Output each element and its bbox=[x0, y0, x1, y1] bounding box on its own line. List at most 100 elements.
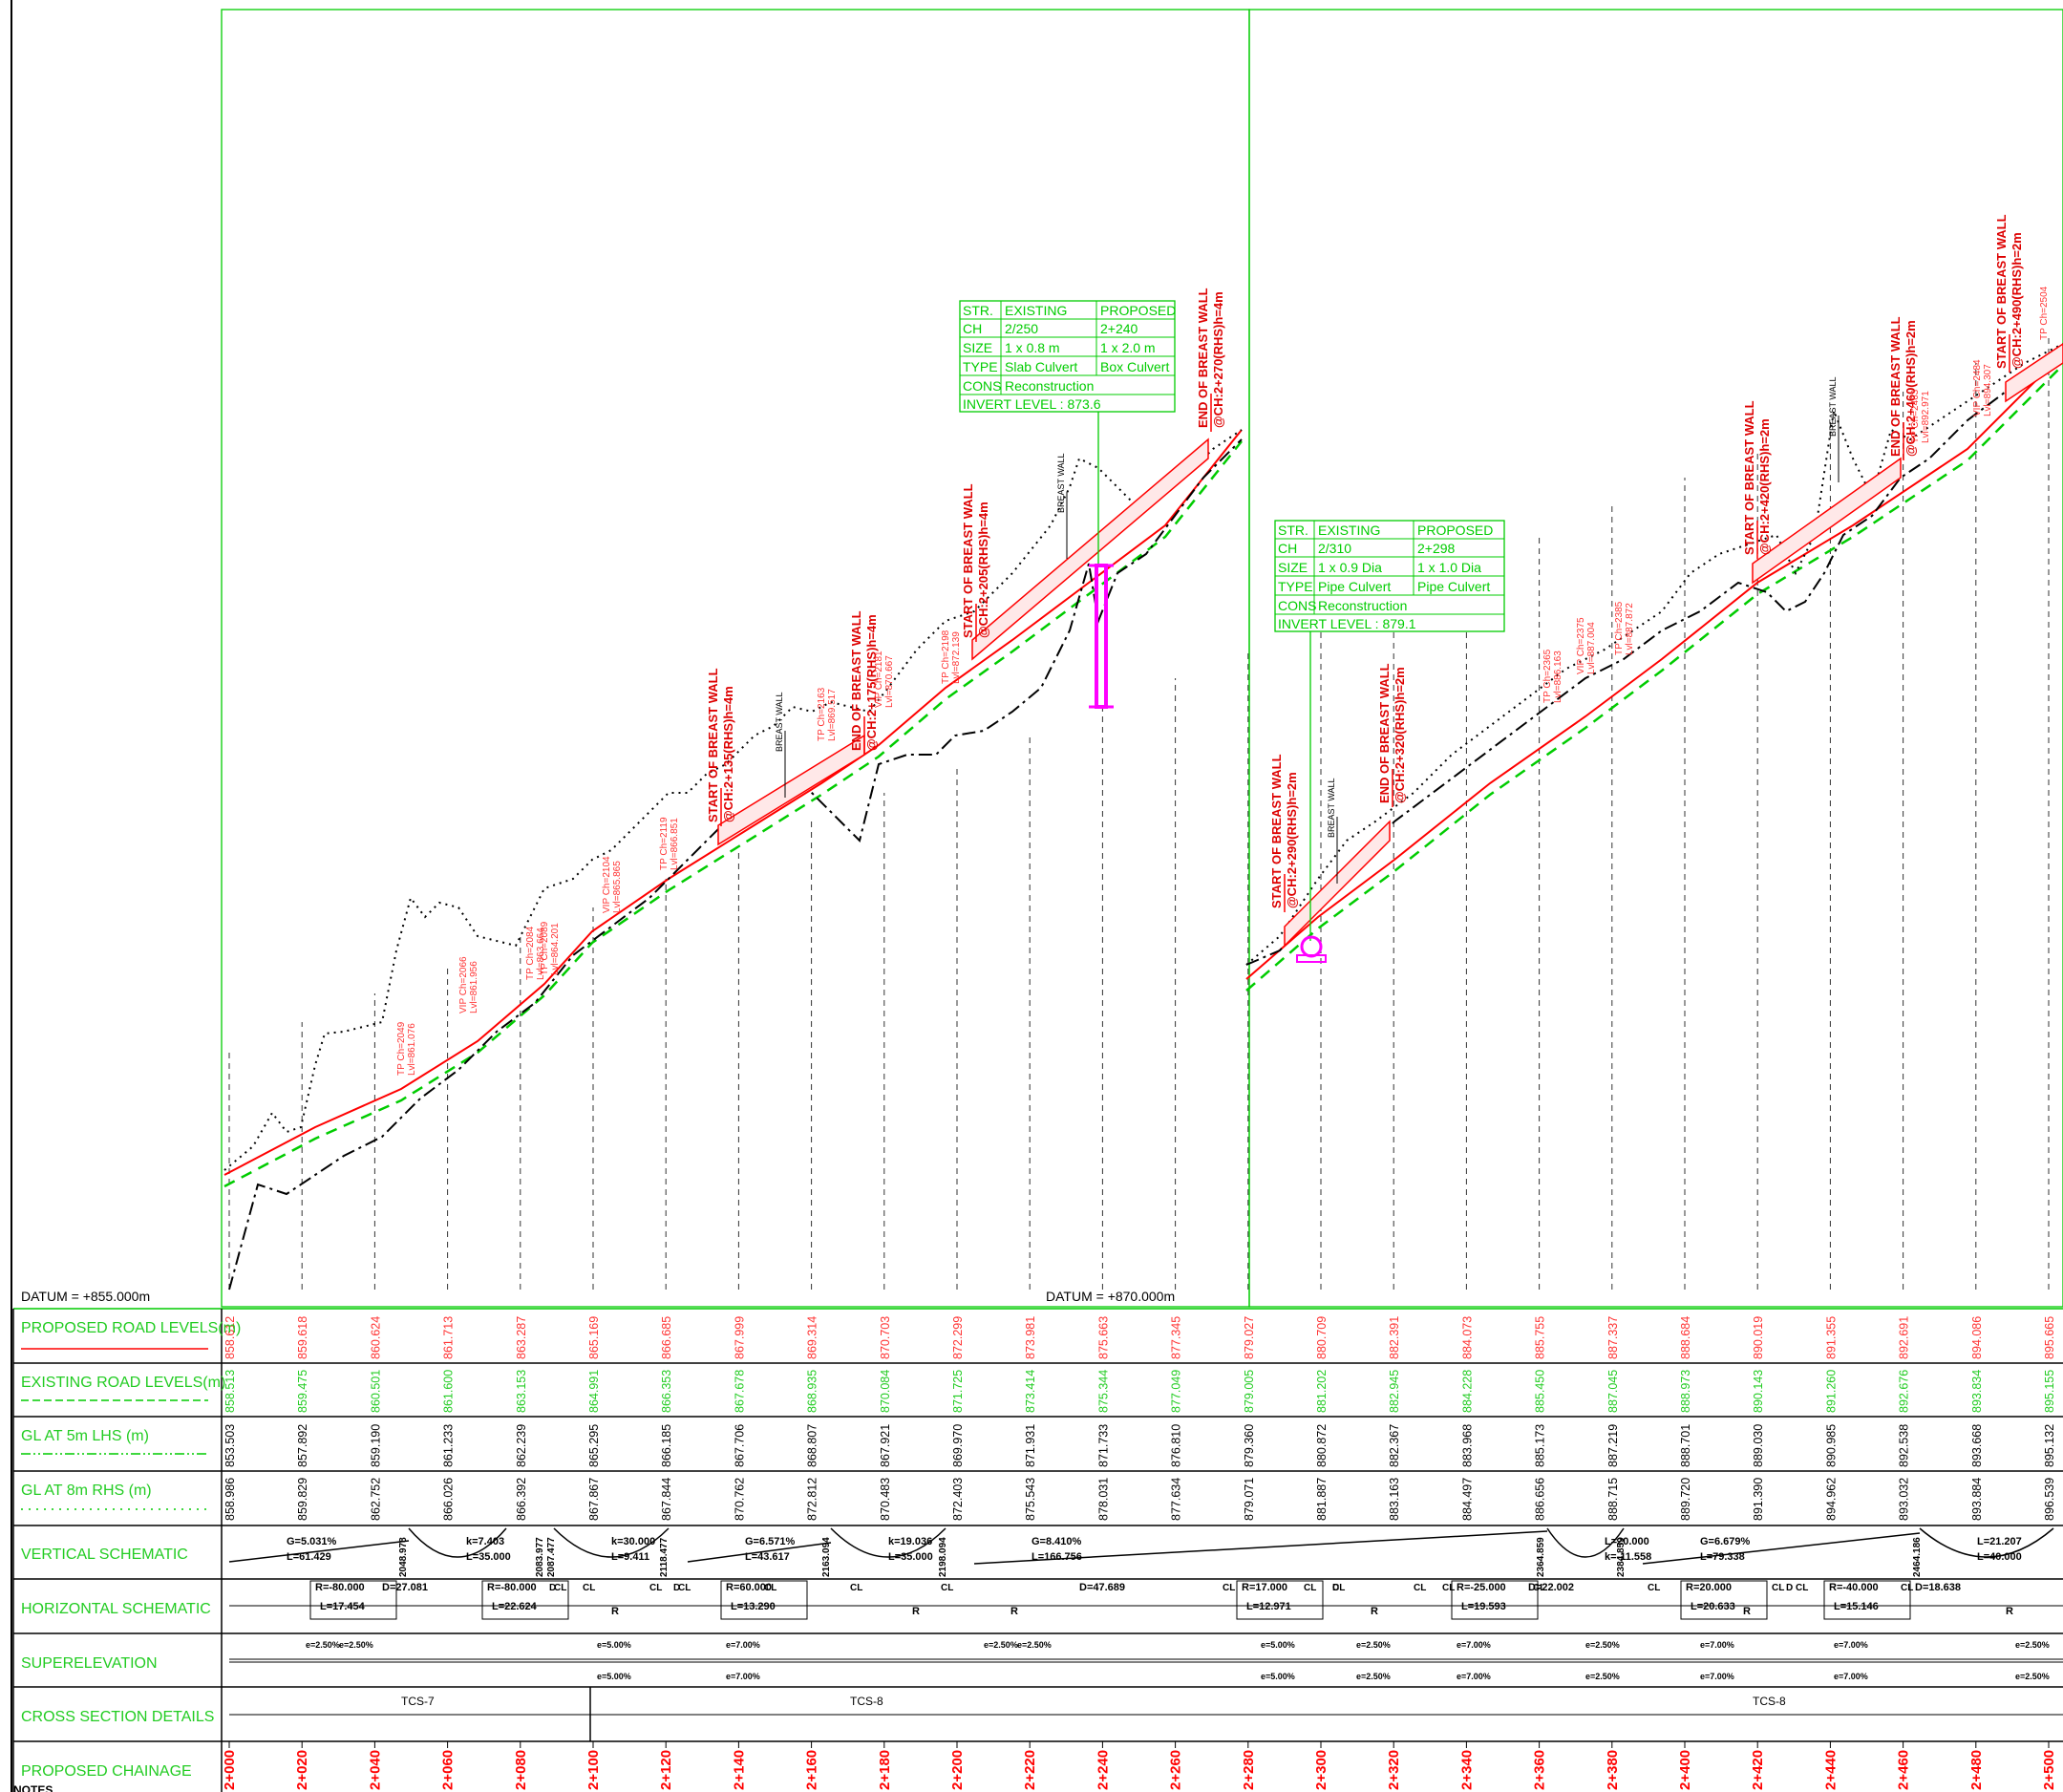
ct2-invert: INVERT LEVEL : 879.1 bbox=[1278, 616, 1416, 631]
breast-wall-label: @CH:2+290(RHS)h=2m bbox=[1285, 772, 1299, 908]
gl8-value: 888.715 bbox=[1606, 1478, 1620, 1521]
gl5-value: 892.538 bbox=[1898, 1424, 1911, 1467]
ct2-r2c2: 1 x 1.0 Dia bbox=[1417, 560, 1481, 575]
hs-radius: R=20.000 bbox=[1686, 1582, 1732, 1593]
breast-wall-label: @CH:2+460(RHS)h=2m bbox=[1903, 320, 1918, 457]
vs-grade: G=6.679% bbox=[1700, 1536, 1751, 1547]
se-rate: e=2.50% bbox=[2015, 1672, 2050, 1681]
hs-cl: CL bbox=[1414, 1583, 1426, 1593]
ct1-r4c1: Reconstruction bbox=[1005, 378, 1094, 394]
prl-value: 866.685 bbox=[660, 1316, 673, 1359]
gl8-value: 883.163 bbox=[1388, 1478, 1401, 1521]
gl8-value: 878.031 bbox=[1096, 1478, 1110, 1521]
erl-value: 867.678 bbox=[733, 1370, 746, 1413]
hs-curve-box bbox=[1680, 1580, 1768, 1620]
hs-d: D bbox=[1786, 1583, 1793, 1593]
breast-wall-label: START OF BREAST WALL bbox=[1269, 754, 1284, 908]
gl5-value: 889.030 bbox=[1752, 1424, 1765, 1467]
ip-label: VIP Ch=2375 bbox=[1576, 617, 1586, 674]
gl8-value: 894.962 bbox=[1824, 1478, 1838, 1521]
ip-label: TP Ch=2089 bbox=[540, 921, 550, 975]
chainage-label: 2+260 bbox=[1168, 1750, 1184, 1790]
prl-value: 894.086 bbox=[1970, 1316, 1984, 1359]
prl-value: 879.027 bbox=[1243, 1316, 1256, 1359]
chainage-label: 2+500 bbox=[2041, 1750, 2057, 1790]
hs-r: R bbox=[1371, 1606, 1378, 1617]
erl-value: 873.414 bbox=[1024, 1370, 1037, 1413]
breast-wall-label: END OF BREAST WALL bbox=[1196, 288, 1210, 428]
hs-r: R bbox=[912, 1606, 920, 1617]
vs-grade: G=5.031% bbox=[287, 1536, 337, 1547]
erl-value: 892.676 bbox=[1898, 1370, 1911, 1413]
ip-label: TP Ch=2365 bbox=[1542, 649, 1553, 703]
prl-value: 891.355 bbox=[1824, 1316, 1838, 1359]
hs-d: D bbox=[549, 1583, 556, 1593]
prl-value: 870.703 bbox=[879, 1316, 892, 1359]
hs-length: L=15.146 bbox=[1834, 1601, 1879, 1612]
gl8-value: 877.634 bbox=[1170, 1478, 1183, 1521]
ct2-r4c1: Reconstruction bbox=[1318, 598, 1407, 613]
breast-wall-hatch bbox=[2005, 343, 2063, 403]
vs-station: 2083.977 bbox=[535, 1537, 545, 1577]
chainage-label: 2+280 bbox=[1241, 1750, 1257, 1790]
gl8-value: 886.656 bbox=[1534, 1478, 1547, 1521]
hs-cl: CL bbox=[583, 1583, 595, 1593]
label-proposed-road-levels: PROPOSED ROAD LEVELS(m) bbox=[21, 1320, 241, 1336]
gl8-value: 866.392 bbox=[515, 1478, 528, 1521]
hs-curve-box bbox=[1823, 1580, 1911, 1620]
gl8-value: 884.497 bbox=[1460, 1478, 1474, 1521]
chainage-label: 2+420 bbox=[1750, 1750, 1766, 1790]
vs-grade-line bbox=[1642, 1532, 1921, 1565]
hs-r: R bbox=[1743, 1606, 1751, 1617]
se-rate: e=7.00% bbox=[1700, 1672, 1734, 1681]
ct2-r2c1: 1 x 0.9 Dia bbox=[1318, 560, 1382, 575]
breast-wall-label: @CH:2+490(RHS)h=2m bbox=[2010, 232, 2024, 369]
se-rate: e=7.00% bbox=[726, 1640, 760, 1650]
ct2-r0c1: EXISTING bbox=[1318, 523, 1380, 538]
gl5-value: 862.239 bbox=[515, 1424, 528, 1467]
breast-wall-label: END OF BREAST WALL bbox=[1888, 316, 1903, 457]
ip-label: TP Ch=2385 bbox=[1614, 601, 1625, 655]
vs-station: 2364.859 bbox=[1536, 1537, 1546, 1577]
cross-section-label: TCS-8 bbox=[1753, 1695, 1786, 1708]
prl-value: 895.665 bbox=[2043, 1316, 2056, 1359]
se-rate: e=7.00% bbox=[1700, 1640, 1734, 1650]
gl8-value: 879.071 bbox=[1243, 1478, 1256, 1521]
prl-value: 873.981 bbox=[1024, 1316, 1037, 1359]
se-rate: e=7.00% bbox=[1834, 1640, 1868, 1650]
vs-length: L=35.000 bbox=[888, 1551, 933, 1563]
ip-label: VIP Ch=2181 bbox=[874, 651, 884, 708]
se-rate: e=2.50% bbox=[1017, 1640, 1052, 1650]
gl5-value: 887.219 bbox=[1606, 1424, 1620, 1467]
prl-value: 860.624 bbox=[369, 1316, 382, 1359]
existing-road-line-right bbox=[1245, 364, 2063, 992]
se-rate: e=7.00% bbox=[726, 1672, 760, 1681]
prl-value: 859.618 bbox=[296, 1316, 309, 1359]
prl-value: 884.073 bbox=[1460, 1316, 1474, 1359]
erl-value: 884.228 bbox=[1460, 1370, 1474, 1413]
ct2-r3c2: Pipe Culvert bbox=[1417, 579, 1490, 594]
chainage-label: 2+060 bbox=[440, 1750, 457, 1790]
se-rate: e=7.00% bbox=[1457, 1672, 1491, 1681]
label-cross-section-details: CROSS SECTION DETAILS bbox=[21, 1709, 214, 1725]
gl8-value: 867.844 bbox=[660, 1478, 673, 1521]
ct2-r2c0: SIZE bbox=[1278, 560, 1308, 575]
erl-value: 877.049 bbox=[1170, 1370, 1183, 1413]
hs-cl: CL bbox=[1304, 1583, 1316, 1593]
ip-label: VIP Ch=2104 bbox=[602, 856, 612, 913]
breast-wall-label: START OF BREAST WALL bbox=[1742, 400, 1756, 555]
proposed-road-line-left bbox=[223, 429, 1243, 1176]
hs-cl: CL bbox=[678, 1583, 691, 1593]
vs-station: 2118.477 bbox=[659, 1537, 670, 1577]
erl-value: 864.991 bbox=[587, 1370, 601, 1413]
gl5-value: 885.173 bbox=[1534, 1424, 1547, 1467]
ip-label: Lvl=870.667 bbox=[884, 655, 895, 708]
hs-cl: CL bbox=[1796, 1583, 1808, 1593]
ct1-r0c0: STR. bbox=[963, 303, 993, 318]
se-rate: e=5.00% bbox=[597, 1640, 631, 1650]
erl-value: 875.344 bbox=[1096, 1370, 1110, 1413]
se-rate: e=2.50% bbox=[1356, 1640, 1391, 1650]
ip-label: Lvl=863.664 bbox=[536, 928, 546, 980]
prl-value: 892.691 bbox=[1898, 1316, 1911, 1359]
chainage-label: 2+040 bbox=[367, 1750, 383, 1790]
